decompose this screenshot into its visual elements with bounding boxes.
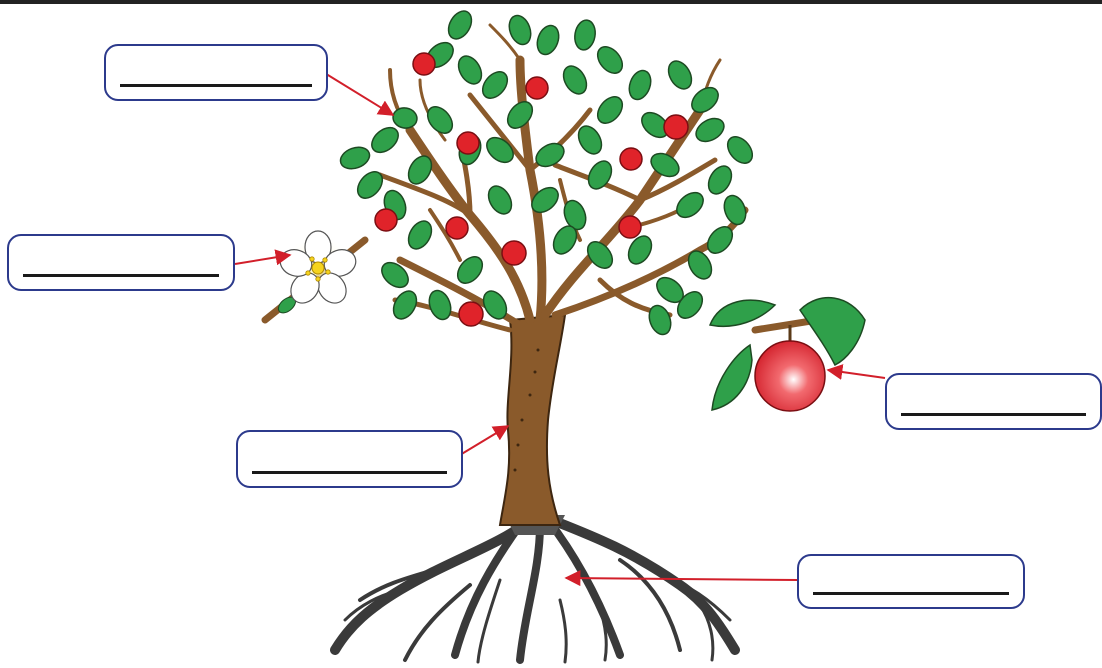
label-box-roots[interactable] <box>797 554 1025 609</box>
trunk <box>498 313 567 526</box>
label-box-trunk[interactable] <box>236 430 463 488</box>
trunk-marks <box>513 348 540 472</box>
arrow-flower <box>234 249 292 266</box>
roots <box>330 515 740 664</box>
arrow-trunk <box>454 425 510 459</box>
answer-line <box>23 274 219 277</box>
flower-icon <box>261 230 369 324</box>
answer-line <box>252 471 447 474</box>
label-box-flower[interactable] <box>7 234 235 291</box>
apple-icon <box>708 296 866 412</box>
arrow-leaves <box>322 71 395 116</box>
arrow-roots <box>564 570 799 587</box>
label-box-leaves[interactable] <box>104 44 328 101</box>
label-box-fruit[interactable] <box>885 373 1102 430</box>
arrow-fruit <box>826 364 886 380</box>
tree-apples <box>374 52 689 327</box>
branches <box>377 23 749 333</box>
answer-line <box>120 84 312 87</box>
answer-line <box>901 413 1086 416</box>
answer-line <box>813 592 1009 595</box>
top-bar <box>0 0 1102 4</box>
label-arrows <box>234 71 886 587</box>
